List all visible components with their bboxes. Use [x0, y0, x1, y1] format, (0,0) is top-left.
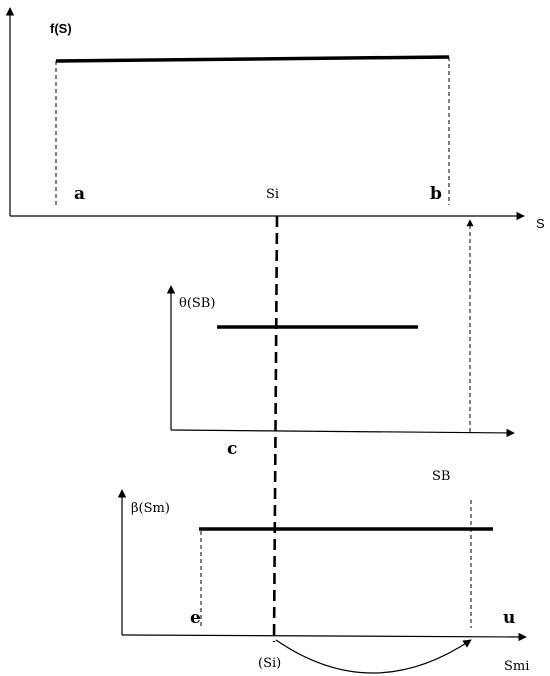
panel3-x-label: Smi	[504, 659, 529, 674]
panel3-mid-label: (Si)	[258, 656, 281, 671]
panel3-x-axis	[121, 632, 527, 642]
panel2-x-axis	[170, 428, 515, 438]
panel1-x-label: S	[536, 216, 545, 231]
panel2-bottom-label: c	[227, 439, 237, 459]
panel1-density-line	[55, 55, 450, 63]
panel1-left-label: a	[74, 184, 85, 204]
panel3-right-label: u	[503, 608, 515, 628]
panel1-mid-label: Si	[266, 187, 279, 202]
mapping-curve-arrow	[275, 639, 472, 674]
panel3-y-label: β(Sm)	[131, 501, 170, 516]
panel1-y-label: f(S)	[50, 21, 72, 36]
panel3-left-label: e	[190, 608, 201, 628]
panel2-right-label: SB	[432, 469, 450, 484]
panel1-right-label: b	[430, 184, 442, 204]
center-dashed-line	[272, 215, 279, 643]
panel2-y-label: θ(SB)	[179, 296, 215, 311]
